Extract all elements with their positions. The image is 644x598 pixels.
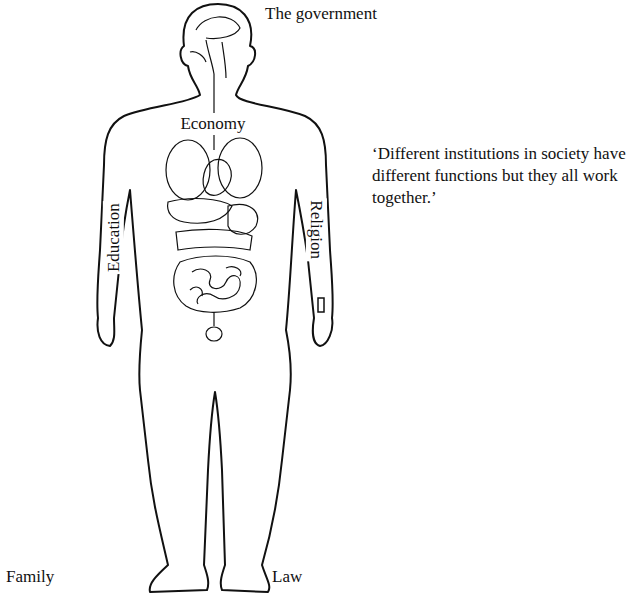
body-outline — [97, 4, 333, 592]
organs — [166, 17, 262, 341]
institution-label: Economy — [178, 113, 247, 134]
institution-label: Religion — [305, 199, 326, 262]
institution-label: Law — [272, 566, 302, 587]
caption-quote: ‘Different institutions in society have … — [372, 143, 640, 209]
right-hand-mark — [318, 298, 324, 312]
institution-label: Family — [6, 566, 54, 587]
institution-label: The government — [263, 3, 379, 24]
institution-label: Education — [102, 202, 123, 275]
